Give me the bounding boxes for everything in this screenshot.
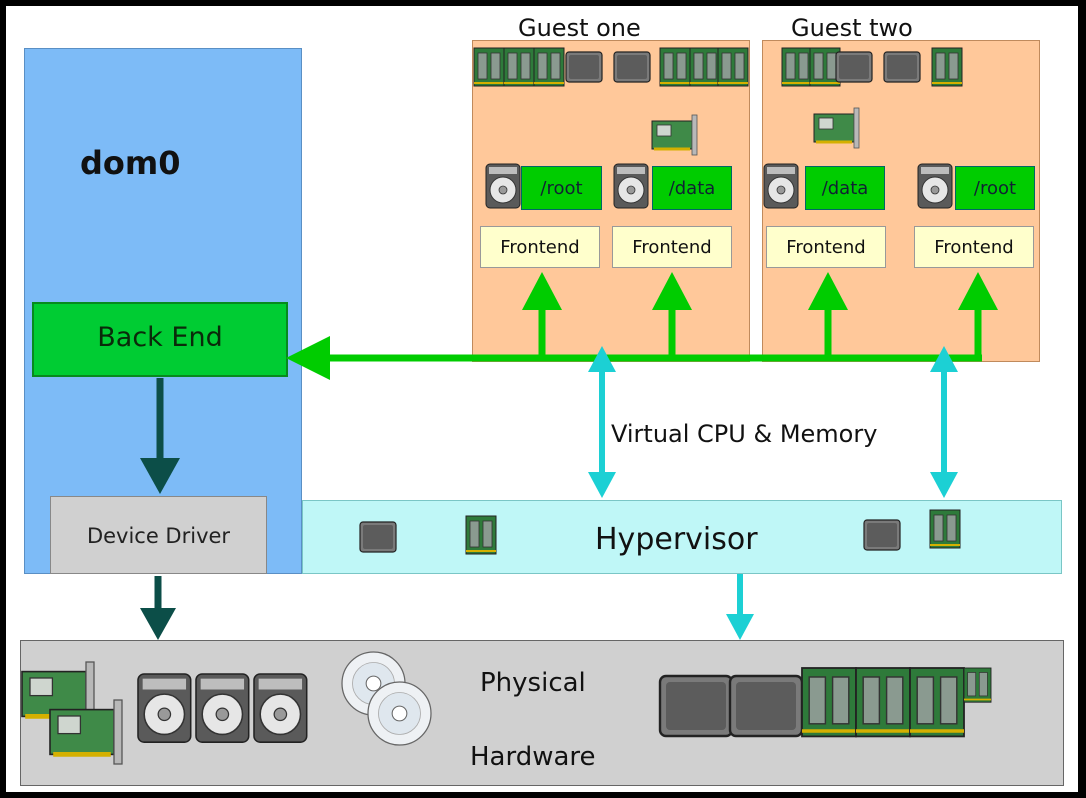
guest-one-frontend-2	[612, 226, 732, 268]
guest-one-disk-data	[652, 166, 732, 210]
guest-one-frontend-1-label: Frontend	[500, 237, 580, 258]
guest-two-disk-data-label: /data	[821, 178, 869, 199]
dom0-label: dom0	[80, 144, 181, 182]
hypervisor-cpu-icon-2	[863, 519, 901, 551]
hardware-cpu-icons	[658, 674, 804, 738]
guest-two-frontend-2	[914, 226, 1034, 268]
guest-two-frontend-1	[766, 226, 886, 268]
guest-two-frontend-2-label: Frontend	[934, 237, 1014, 258]
guest-two-memory-icons	[781, 47, 963, 87]
hardware-cd-disc-icons	[341, 651, 432, 746]
frontend-backend-bus	[286, 272, 998, 380]
hardware-label-line1: Physical	[480, 668, 586, 698]
guest-one-disk-data-label: /data	[668, 178, 716, 199]
device-driver-label: Device Driver	[86, 524, 231, 548]
guest-one-disk-root	[521, 166, 602, 210]
hypervisor-memory-icon	[465, 515, 497, 555]
back-end-label: Back End	[97, 322, 223, 353]
guest-two-disk-root-label: /root	[973, 178, 1017, 199]
device-driver-box	[50, 496, 267, 574]
guest-one-disk-root-label: /root	[540, 178, 583, 199]
virtual-cpu-memory-label: Virtual CPU & Memory	[611, 420, 878, 448]
hardware-memory-icons	[800, 666, 992, 739]
hypervisor-cpu-icon	[359, 521, 397, 553]
driver-path-arrows	[140, 378, 180, 640]
guest-one-memory-icons	[473, 47, 749, 87]
guest-one-network-card-icon	[650, 113, 699, 157]
hardware-disk-icons	[137, 673, 308, 743]
hypervisor-memory-icon-2	[929, 509, 961, 549]
guest-two-network-card-icon	[812, 106, 861, 150]
guest-two-disk-data	[805, 166, 885, 210]
guest-one-frontend-2-label: Frontend	[632, 237, 712, 258]
hypervisor-label: Hypervisor	[595, 522, 758, 557]
guest-two-frontend-1-label: Frontend	[786, 237, 866, 258]
guest-two-disk-icons	[763, 163, 953, 209]
guest-two-disk-root	[955, 166, 1035, 210]
hardware-label-line2: Hardware	[470, 742, 596, 772]
virtual-cpu-memory-arrows	[588, 346, 958, 640]
guest-one-frontend-1	[480, 226, 600, 268]
guest-two-title: Guest two	[791, 14, 913, 42]
guest-one-title: Guest one	[518, 14, 641, 42]
guest-one-disk-icons	[485, 163, 649, 209]
hardware-network-card-icons	[22, 662, 122, 764]
back-end-box	[32, 302, 288, 377]
